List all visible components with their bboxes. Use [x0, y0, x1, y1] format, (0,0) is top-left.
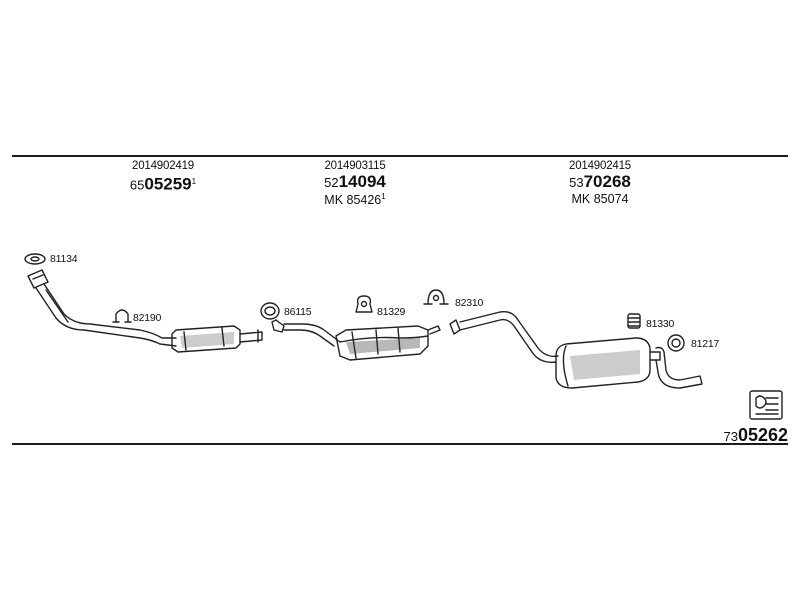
group-mk: MK 854261: [324, 192, 386, 208]
catalog-symbol-icon: [749, 390, 783, 420]
part-label-clamp: 82190: [133, 312, 162, 324]
catalog-number: 7305262: [723, 425, 788, 445]
part-label-gasket: 81134: [50, 253, 78, 265]
front-silencer-icon: [171, 325, 263, 353]
group-front-pipe: 2014902419 65052591: [88, 160, 238, 193]
part-label-rubber-mount: 81329: [377, 306, 406, 318]
group-mk: MK 85074: [571, 192, 629, 206]
rubber-mount-icon: [355, 295, 373, 313]
front-pipe-icon: [35, 283, 177, 347]
part-label-ring-2: 81217: [691, 338, 720, 350]
group-number: 2014903115: [324, 160, 386, 172]
rear-silencer-icon: [555, 337, 703, 389]
top-rule: [12, 155, 788, 157]
group-rear-silencer: 2014902415 5370268 MK 85074: [525, 160, 675, 206]
clamp-2-icon: [423, 289, 449, 305]
rubber-mount-2-icon: [627, 313, 641, 329]
group-middle-silencer: 2014903115 5214094 MK 854261: [280, 160, 430, 207]
group-code: 65052591: [129, 174, 197, 194]
group-code: 5214094: [324, 172, 386, 191]
ring-icon: [260, 302, 280, 320]
group-number: 2014902415: [569, 160, 631, 172]
part-label-ring: 86115: [284, 306, 312, 318]
middle-silencer-icon: [335, 325, 441, 361]
group-number: 2014902419: [132, 160, 194, 172]
part-label-clamp-2: 82310: [455, 297, 484, 309]
part-label-rubber-mount-2: 81330: [646, 318, 675, 330]
flange-icon: [27, 269, 49, 289]
bottom-rule: [12, 443, 788, 445]
gasket-icon: [24, 253, 46, 265]
rear-pipe-icon: [449, 310, 559, 363]
connector-pipe-icon: [271, 319, 341, 347]
group-code: 5370268: [569, 172, 631, 191]
ring-2-icon: [667, 334, 685, 352]
clamp-icon: [112, 309, 132, 323]
